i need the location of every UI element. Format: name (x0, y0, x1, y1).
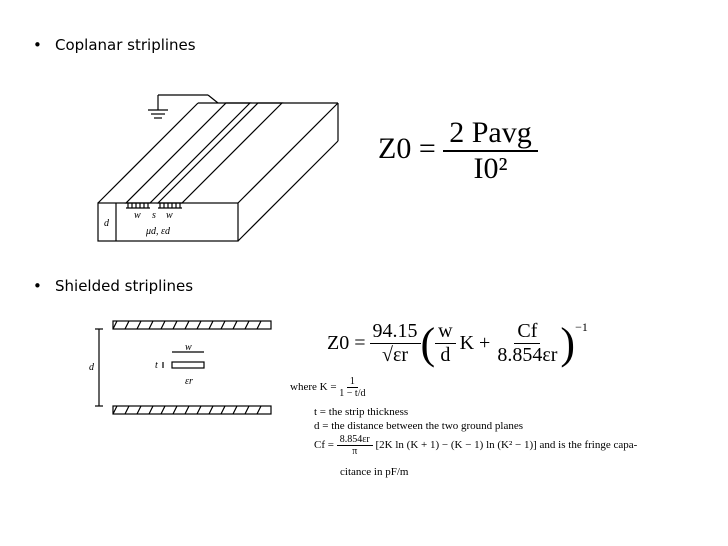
k-def-prefix: where K = (290, 381, 337, 394)
eq2-d: d (440, 344, 451, 366)
cf-den: π (352, 446, 358, 457)
bullet-shielded: • Shielded striplines (33, 277, 193, 295)
bullet-coplanar: • Coplanar striplines (33, 36, 196, 54)
dielectric-label: εr (185, 376, 193, 387)
d-definition: d = the distance between the two ground … (314, 420, 524, 432)
eq2-term1-den: √εr (381, 344, 409, 366)
cf-definition: Cf = 8.854εr π [2K ln (K + 1) − (K − 1) … (314, 434, 637, 457)
eq2-term1-num: 94.15 (369, 320, 421, 344)
eq2-w: w (435, 320, 456, 344)
eq2-w-over-d: w d (435, 320, 456, 367)
dim-w-2: w (166, 210, 173, 221)
eq2-cf-frac: Cf 8.854εr (494, 320, 560, 367)
coplanar-stripline-figure: w s w d μd, εd (97, 94, 339, 242)
k-num: 1 (346, 376, 358, 388)
bullet-coplanar-text: Coplanar striplines (55, 36, 196, 54)
bullet-dot: • (33, 36, 42, 54)
material-label: μd, εd (145, 226, 171, 237)
eq2-exponent: −1 (575, 320, 588, 334)
k-den: 1 − t/d (339, 388, 366, 399)
eq1-denominator: I0² (473, 152, 508, 185)
dim-w: w (185, 342, 192, 353)
t-definition: t = the strip thickness (314, 406, 409, 418)
eq2-term1: 94.15 √εr (369, 320, 421, 367)
eq1-numerator: 2 Pavg (443, 116, 538, 152)
k-fraction: 1 1 − t/d (339, 376, 365, 399)
cf-num: 8.854εr (336, 434, 373, 446)
bullet-shielded-text: Shielded striplines (55, 277, 194, 295)
dim-t: t (155, 360, 158, 371)
eq2-k-plus: K + (459, 332, 491, 354)
shielded-stripline-figure: w t d εr (89, 320, 272, 415)
eq1-lhs: Z0 = (378, 131, 436, 165)
cf-continuation: citance in pF/m (340, 466, 409, 478)
eq1-fraction: 2 Pavg I0² (443, 116, 538, 186)
dim-d: d (104, 218, 110, 229)
cf-fraction: 8.854εr π (336, 434, 373, 457)
k-definition: where K = 1 1 − t/d (290, 376, 365, 399)
cf-prefix: Cf = (314, 439, 334, 452)
bullet-dot: • (33, 277, 42, 295)
eq2-cf-num: Cf (514, 320, 541, 344)
left-paren: ( (420, 318, 436, 368)
cf-tail: [2K ln (K + 1) − (K − 1) ln (K² − 1)] an… (375, 439, 638, 452)
right-paren: ) (560, 318, 576, 368)
dim-d: d (89, 362, 95, 373)
eq2-lhs: Z0 = (327, 332, 366, 354)
equation-shielded: Z0 = 94.15 √εr ( w d K + Cf 8.854εr ) −1 (327, 320, 588, 367)
eq2-cf-den: 8.854εr (497, 344, 558, 366)
dim-w-1: w (134, 210, 141, 221)
equation-coplanar: Z0 = 2 Pavg I0² (378, 116, 538, 186)
dim-s: s (152, 210, 156, 221)
